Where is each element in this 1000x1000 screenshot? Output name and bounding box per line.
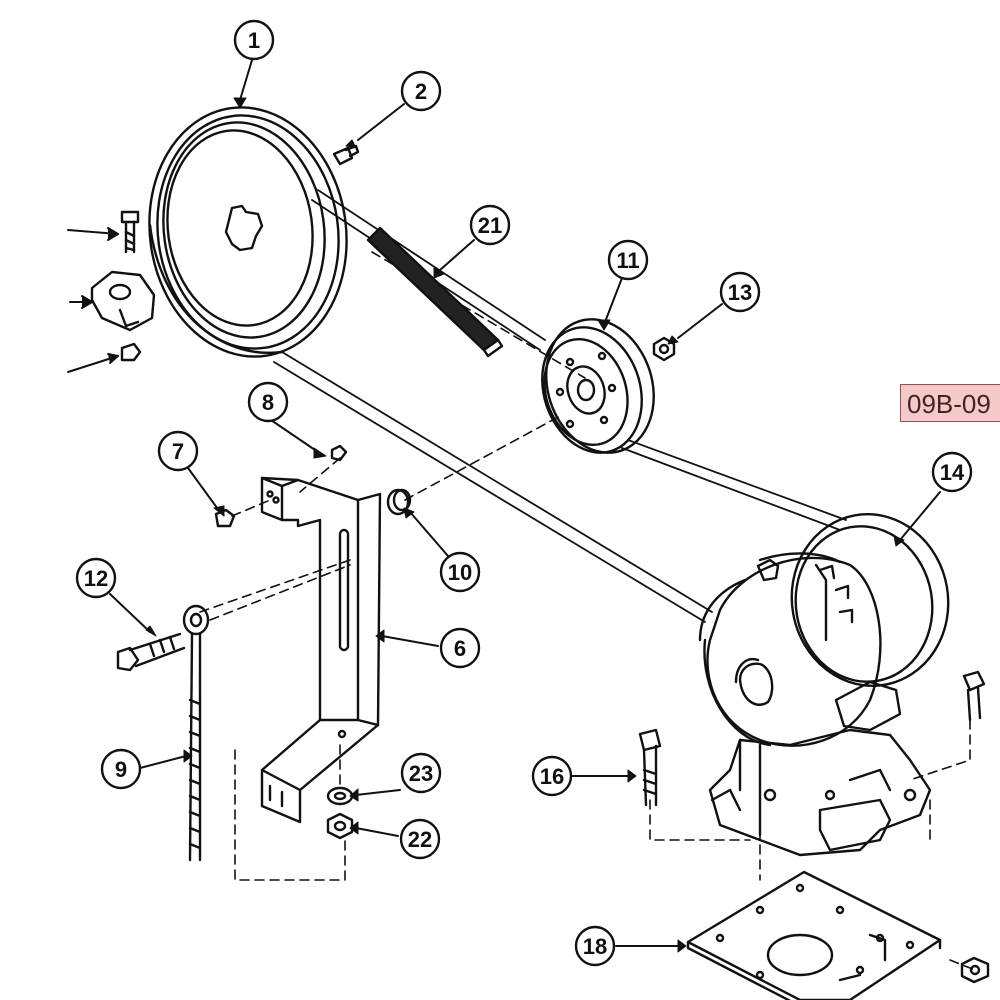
bracket-6 bbox=[260, 476, 382, 824]
bolt-12 bbox=[116, 632, 186, 672]
callout-18: 18 bbox=[574, 925, 616, 967]
callout-22: 22 bbox=[399, 818, 441, 860]
svg-text:7: 7 bbox=[172, 439, 184, 464]
idler-pulley bbox=[541, 318, 655, 454]
nut-bottom-right bbox=[960, 956, 990, 984]
callout-2: 2 bbox=[400, 70, 442, 112]
callout-13: 13 bbox=[719, 271, 761, 313]
svg-text:9: 9 bbox=[115, 757, 127, 782]
clutch-mount bbox=[708, 728, 932, 857]
left-arrows bbox=[67, 227, 119, 373]
callout-1: 1 bbox=[233, 19, 275, 61]
callout-10: 10 bbox=[439, 551, 481, 593]
svg-text:21: 21 bbox=[478, 213, 502, 238]
callout-11: 11 bbox=[607, 239, 649, 281]
callout-8: 8 bbox=[247, 381, 289, 423]
callout-arrowheads bbox=[145, 97, 905, 953]
nut-13 bbox=[652, 336, 676, 362]
hub-nut bbox=[120, 342, 142, 362]
eye-bolt-9 bbox=[182, 604, 210, 862]
svg-text:1: 1 bbox=[248, 28, 260, 53]
belt-section bbox=[366, 226, 504, 358]
svg-text:14: 14 bbox=[940, 460, 965, 485]
nut-22 bbox=[326, 812, 354, 840]
svg-text:13: 13 bbox=[728, 280, 752, 305]
svg-text:11: 11 bbox=[616, 248, 639, 273]
drive-belt bbox=[273, 189, 847, 623]
svg-text:2: 2 bbox=[415, 79, 427, 104]
svg-text:18: 18 bbox=[583, 934, 607, 959]
svg-text:12: 12 bbox=[84, 566, 108, 591]
small-screw bbox=[332, 144, 360, 166]
callout-12: 12 bbox=[75, 557, 117, 599]
svg-text:16: 16 bbox=[540, 764, 564, 789]
reference-label: 09B-09 bbox=[900, 384, 1000, 422]
nut-23 bbox=[326, 786, 354, 806]
clutch-assembly bbox=[698, 513, 950, 747]
callout-leaders bbox=[109, 59, 941, 947]
callout-7: 7 bbox=[157, 430, 199, 472]
callout-14: 14 bbox=[931, 451, 973, 493]
nut-8 bbox=[330, 444, 348, 462]
assembly-lines bbox=[199, 251, 976, 971]
svg-text:23: 23 bbox=[409, 761, 433, 786]
svg-text:22: 22 bbox=[408, 827, 432, 852]
callout-23: 23 bbox=[400, 752, 442, 794]
svg-text:8: 8 bbox=[262, 390, 274, 415]
callout-21: 21 bbox=[469, 204, 511, 246]
bolt-right-edge bbox=[962, 670, 986, 722]
hub-collar bbox=[90, 270, 156, 332]
spacer-10 bbox=[386, 488, 412, 516]
hub-bolt bbox=[120, 210, 140, 254]
bolt-16 bbox=[638, 728, 662, 807]
callout-16: 16 bbox=[531, 755, 573, 797]
svg-text:10: 10 bbox=[448, 560, 472, 585]
svg-text:6: 6 bbox=[454, 636, 466, 661]
callout-9: 9 bbox=[100, 748, 142, 790]
base-plate bbox=[686, 870, 942, 1000]
callout-6: 6 bbox=[439, 627, 481, 669]
large-pulley bbox=[148, 106, 348, 358]
